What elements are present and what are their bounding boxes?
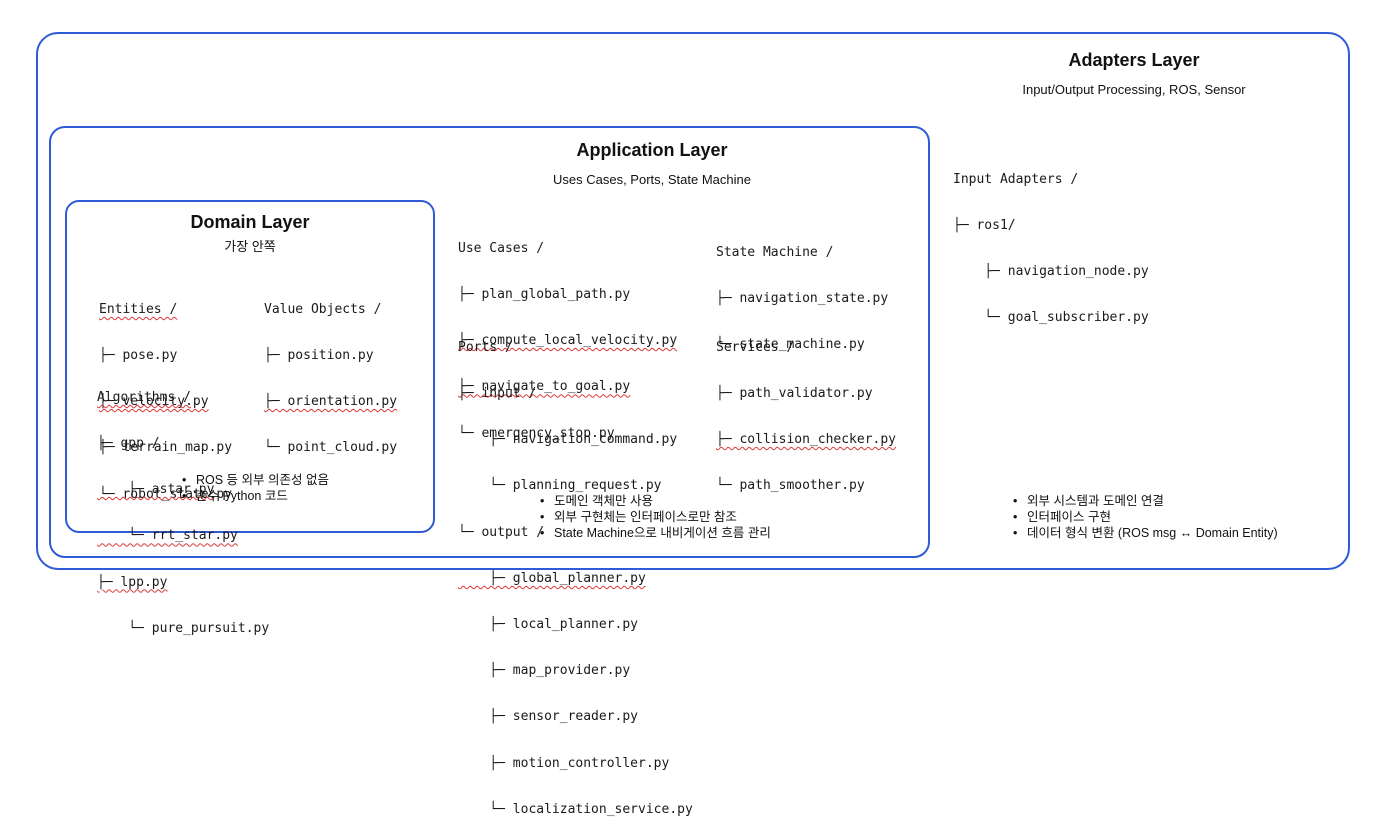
tree-line: ├─ terrain_map.py: [99, 440, 233, 456]
tree-line: └─ localization_service.py: [458, 801, 693, 817]
note-item: 인터페이스 구현: [1013, 509, 1278, 525]
tree-line: ├─ velocity.py: [99, 394, 209, 410]
tree-line: ├─ motion_controller.py: [458, 755, 670, 771]
tree-line: └─ emergency_stop.py: [458, 425, 615, 441]
tree-line: ├─ sensor_reader.py: [458, 709, 639, 725]
tree-line: └─ path_smoother.py: [716, 478, 865, 494]
tree-line: ├─ lpp.py: [97, 574, 168, 590]
application-layer-title: Application Layer: [576, 140, 728, 160]
state-machine-tree: State Machine / ├─ navigation_state.py └…: [716, 214, 888, 368]
tree-line: Use Cases /: [458, 240, 545, 256]
note-item: State Machine으로 내비게이션 흐름 관리: [540, 525, 771, 541]
tree-line: State Machine /: [716, 244, 834, 260]
use-cases-tree: Use Cases / ├─ plan_global_path.py ├─ co…: [458, 210, 677, 456]
tree-line: Input Adapters /: [953, 171, 1079, 187]
tree-line: Algorithms /: [97, 389, 191, 405]
tree-line: ├─ collision_checker.py: [716, 432, 897, 448]
tree-line: ├─ compute_local_velocity.py: [458, 333, 678, 349]
tree-line: Entities /: [99, 301, 178, 317]
adapters-layer-subtitle: Input/Output Processing, ROS, Sensor: [1022, 82, 1246, 97]
tree-line: ├─ navigate_to_goal.py: [458, 379, 631, 395]
tree-line: ├─ pose.py: [99, 348, 178, 364]
tree-line: └─ point_cloud.py: [264, 440, 398, 456]
tree-line: ├─ navigation_command.py: [458, 432, 678, 448]
note-item: 순수 Python 코드: [182, 488, 329, 504]
adapters-layer-title: Adapters Layer: [1068, 50, 1200, 70]
tree-line: ├─ plan_global_path.py: [458, 287, 631, 303]
application-notes: 도메인 객체만 사용 외부 구현체는 인터페이스로만 참조 State Mach…: [540, 493, 771, 541]
application-layer-subtitle: Uses Cases, Ports, State Machine: [553, 172, 751, 187]
tree-line: Ports /: [458, 339, 513, 355]
algorithms-tree: Algorithms / ├─ gpp / ├─ astar.py └─ rrt…: [97, 359, 269, 652]
tree-line: └─ state_machine.py: [716, 337, 865, 353]
tree-line: Value Objects /: [264, 301, 382, 317]
tree-line: └─ rrt_star.py: [97, 528, 238, 544]
domain-layer-title: Domain Layer: [190, 212, 310, 232]
input-adapters-tree: Input Adapters / ├─ ros1/ ├─ navigation_…: [953, 141, 1149, 341]
tree-line: ├─ navigation_node.py: [953, 264, 1149, 280]
note-item: 도메인 객체만 사용: [540, 493, 771, 509]
note-item: 외부 구현체는 인터페이스로만 참조: [540, 509, 771, 525]
domain-notes: ROS 등 외부 의존성 없음 순수 Python 코드: [182, 472, 329, 504]
tree-line: ├─ map_provider.py: [458, 663, 631, 679]
tree-line: ├─ global_planner.py: [458, 570, 646, 586]
tree-line: └─ planning_request.py: [458, 478, 662, 494]
tree-line: ├─ position.py: [264, 348, 374, 364]
tree-line: ├─ navigation_state.py: [716, 291, 889, 307]
tree-line: ├─ gpp /: [97, 436, 160, 452]
tree-line: └─ goal_subscriber.py: [953, 310, 1149, 326]
note-item: 외부 시스템과 도메인 연결: [1013, 493, 1278, 509]
domain-layer-subtitle: 가장 안쪽: [224, 239, 276, 254]
tree-line: ├─ local_planner.py: [458, 617, 639, 633]
note-item: 데이터 형식 변환 (ROS msg ↔ Domain Entity): [1013, 525, 1278, 541]
tree-line: ├─ path_validator.py: [716, 386, 873, 402]
tree-line: ├─ input /: [458, 386, 537, 402]
tree-line: └─ pure_pursuit.py: [97, 620, 270, 636]
adapters-notes: 외부 시스템과 도메인 연결 인터페이스 구현 데이터 형식 변환 (ROS m…: [1013, 493, 1278, 541]
tree-line: ├─ ros1/: [953, 218, 1016, 234]
tree-line: ├─ orientation.py: [264, 394, 398, 410]
note-item: ROS 등 외부 의존성 없음: [182, 472, 329, 488]
tree-line: Services /: [716, 339, 795, 355]
services-tree: Services / ├─ path_validator.py ├─ colli…: [716, 309, 896, 509]
ports-tree: Ports / ├─ input / ├─ navigation_command…: [458, 309, 693, 833]
value-objects-tree: Value Objects / ├─ position.py ├─ orient…: [264, 271, 397, 471]
